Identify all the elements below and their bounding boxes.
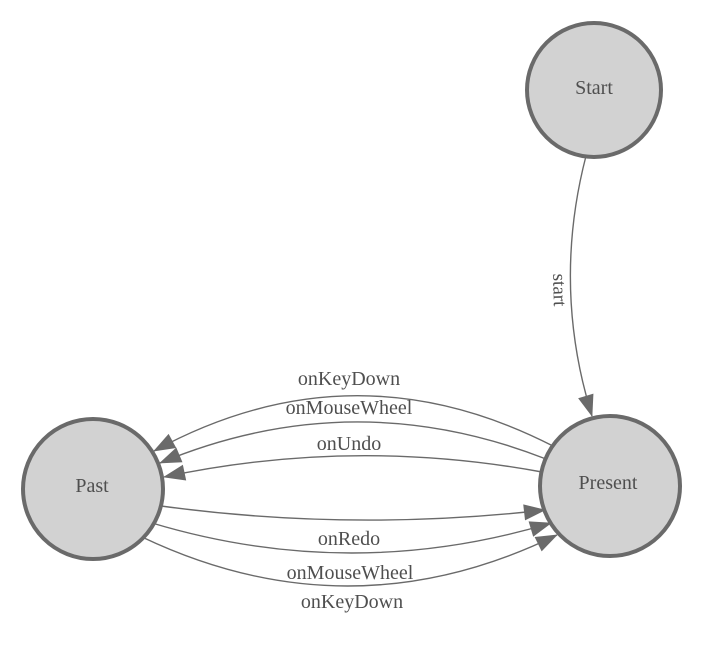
- edge-label-start: start: [548, 273, 570, 307]
- state-node-present: Present: [538, 414, 682, 558]
- state-circle-past: [21, 417, 165, 561]
- edge-label-onmousewheel-to-past: onMouseWheel: [286, 397, 413, 419]
- state-label-present: Present: [579, 472, 638, 494]
- state-node-start: Start: [525, 21, 663, 159]
- state-circle-present: [538, 414, 682, 558]
- state-node-past: Past: [21, 417, 165, 561]
- edge-labels-layer: start onKeyDown onMouseWheel onUndo onRe…: [286, 273, 570, 613]
- edges-layer: [141, 155, 594, 587]
- edge-label-onkeydown-to-present: onKeyDown: [301, 591, 403, 613]
- edge-label-onkeydown-to-past: onKeyDown: [298, 368, 400, 390]
- edge-past-to-present-onredo: [160, 504, 546, 521]
- edge-label-onredo: onRedo: [318, 528, 380, 550]
- edge-past-to-present-onkeydown: [141, 534, 558, 587]
- state-circle-start: [525, 21, 663, 159]
- state-label-past: Past: [75, 475, 109, 497]
- edge-label-onundo: onUndo: [317, 433, 381, 455]
- edge-present-to-past-onmousewheel: [159, 421, 547, 464]
- edge-start-to-present: [569, 155, 594, 417]
- edge-present-to-past-onundo: [163, 454, 543, 481]
- state-label-start: Start: [575, 77, 613, 99]
- nodes-layer: Start Present Past: [21, 21, 682, 561]
- edge-present-to-past-onkeydown: [153, 395, 554, 452]
- edge-label-onmousewheel-to-present: onMouseWheel: [287, 562, 414, 584]
- edge-past-to-present-onmousewheel: [151, 521, 552, 554]
